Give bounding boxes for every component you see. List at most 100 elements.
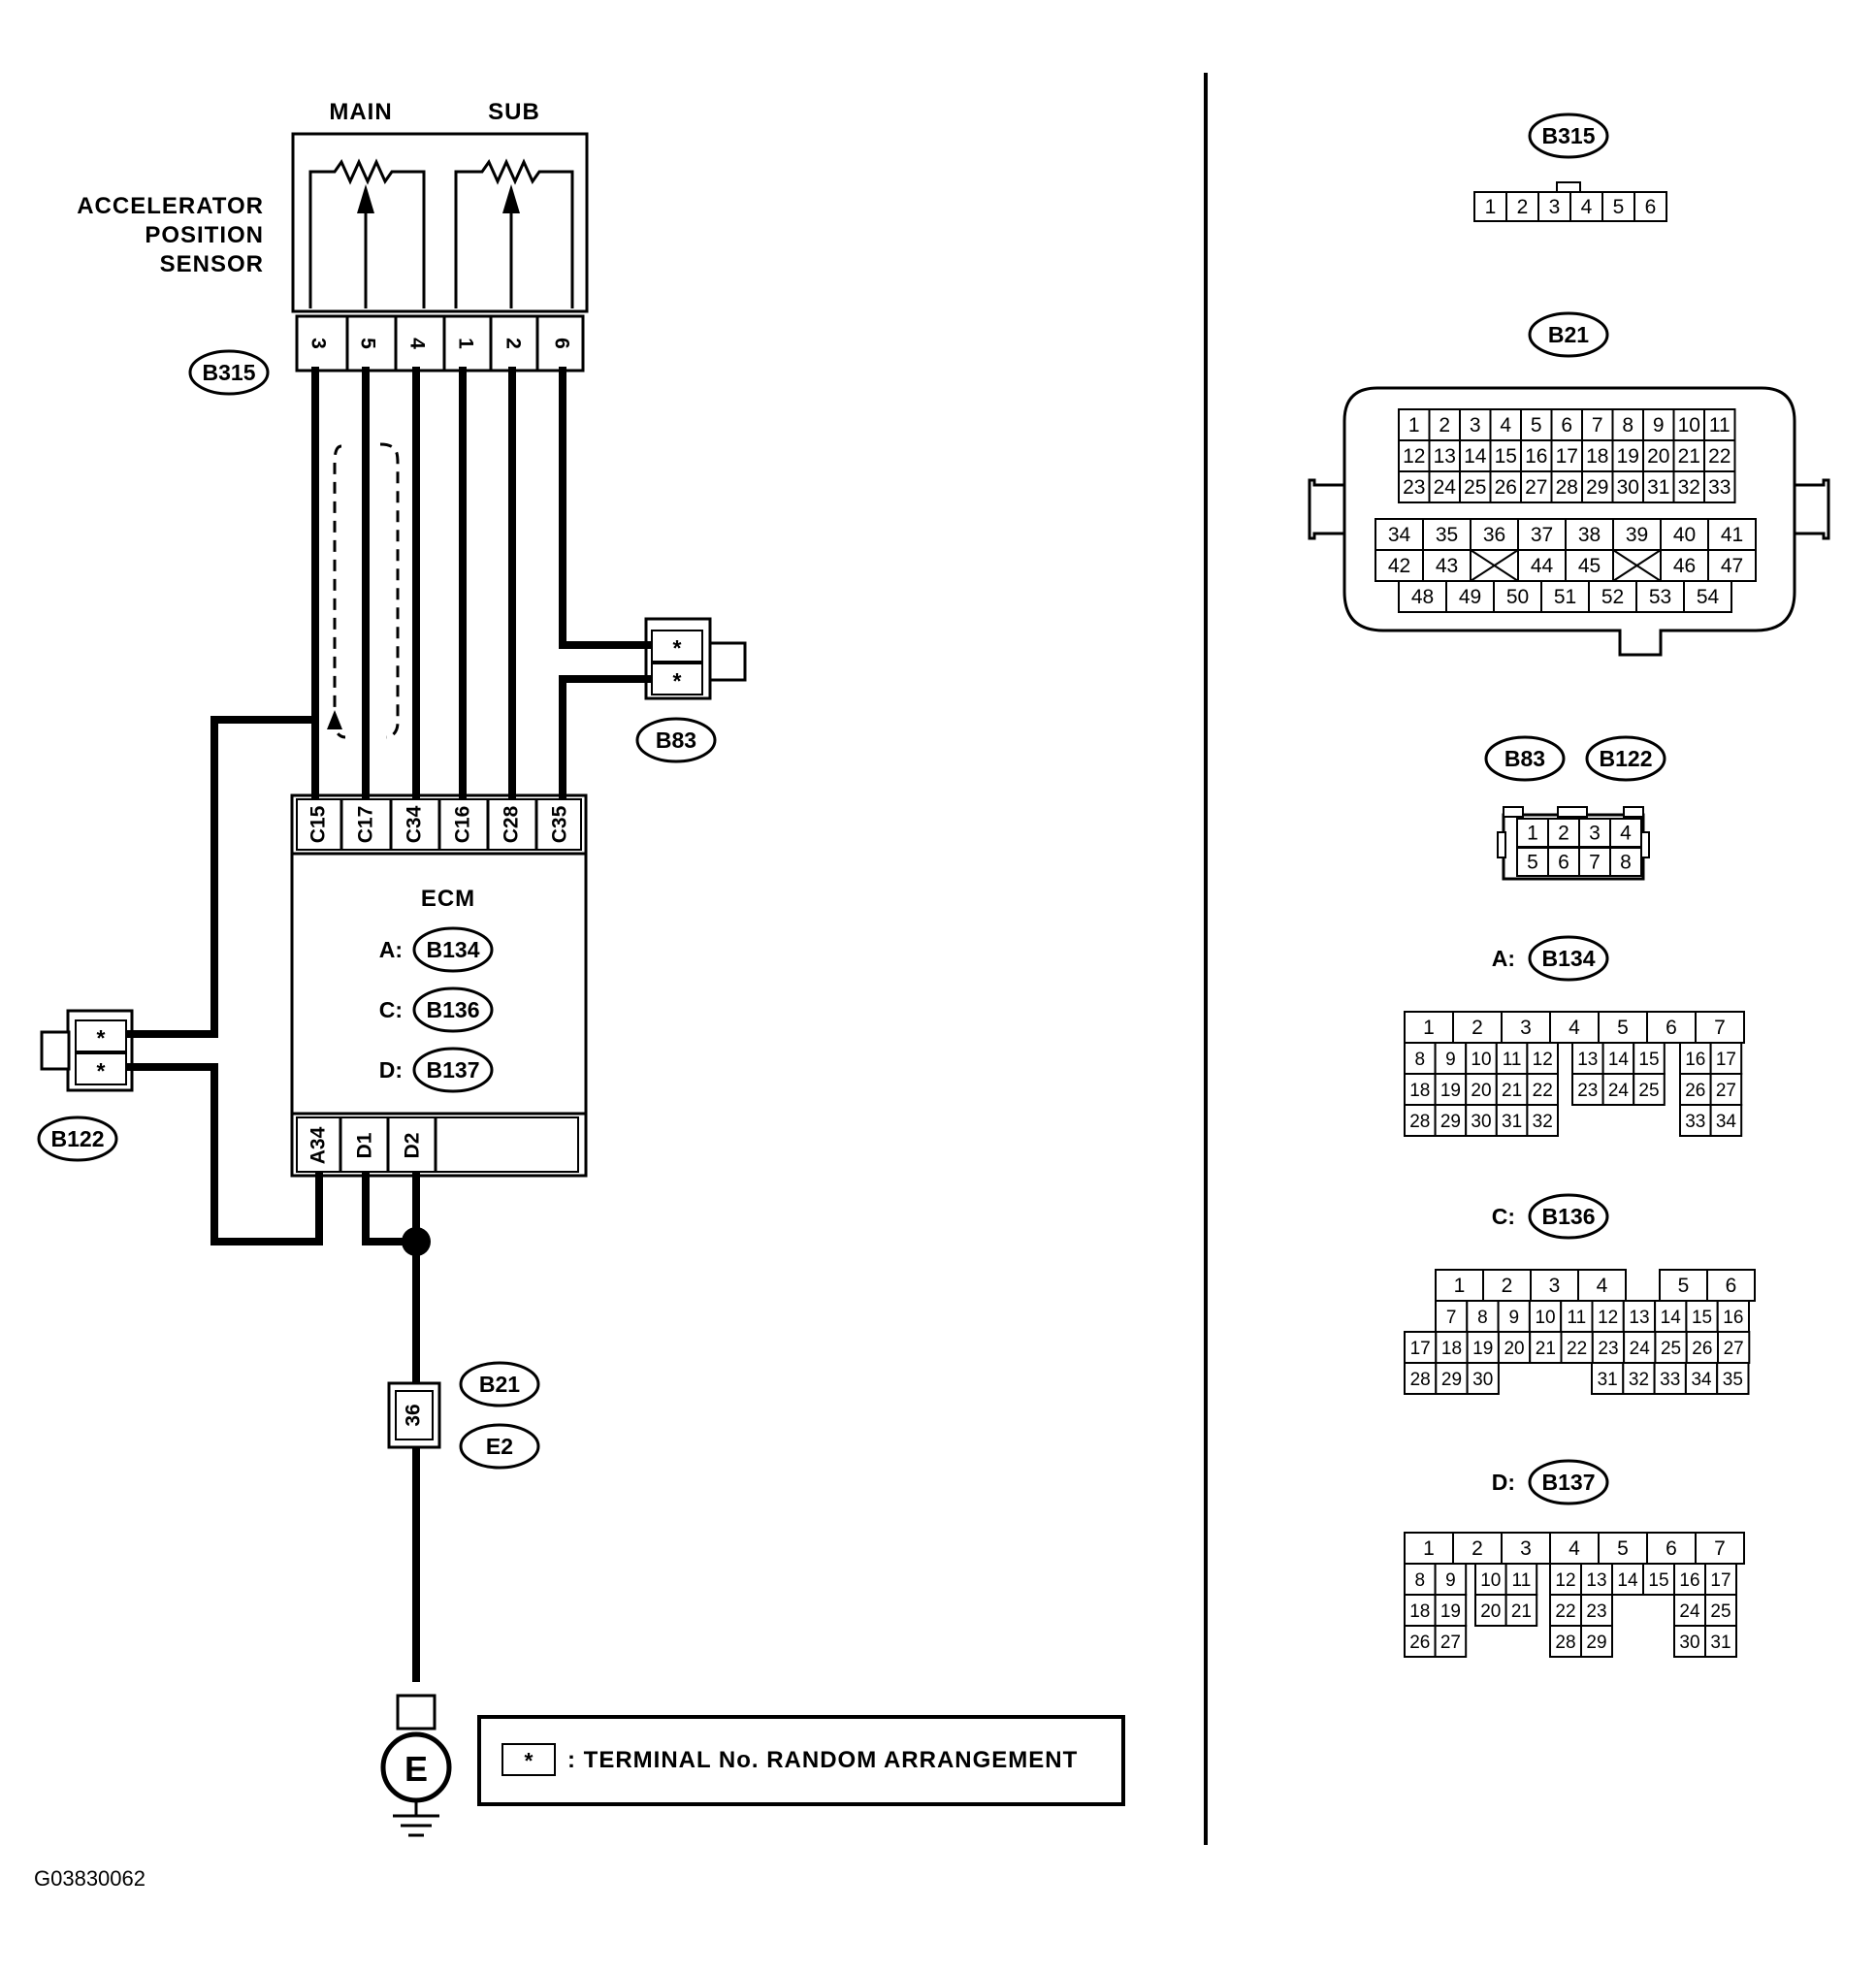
b137-pin-17: 17 — [1710, 1570, 1730, 1591]
b134-pin-16: 16 — [1685, 1050, 1705, 1070]
b136-pin-14: 14 — [1661, 1308, 1682, 1328]
b21-pin-cell — [1517, 549, 1567, 582]
b136-pin-cell — [1466, 1331, 1500, 1364]
b134-pin-cell — [1709, 1104, 1743, 1137]
sensor-name-line-3: SENSOR — [160, 251, 264, 277]
b21-pin-12: 12 — [1403, 445, 1425, 468]
b134-pin-25: 25 — [1638, 1081, 1659, 1101]
b134-pin-29: 29 — [1440, 1112, 1461, 1132]
ecm-terminal-d1: D1 — [354, 1132, 376, 1158]
ecm-ref-d-prefix: D: — [379, 1057, 403, 1083]
b134-view-prefix: A: — [1492, 946, 1515, 971]
b21-pin-25: 25 — [1464, 476, 1486, 499]
b21-pin-cell — [1683, 580, 1732, 613]
ecm-terminal-c16: C16 — [452, 806, 474, 844]
b134-pin-10: 10 — [1471, 1050, 1491, 1070]
ecm-ref-d-connector: B137 — [427, 1057, 480, 1083]
b21-pin-11: 11 — [1709, 414, 1730, 437]
b21-pin-cell — [1398, 580, 1447, 613]
sensor-terminal-1: 1 — [454, 338, 476, 349]
b136-pin-23: 23 — [1598, 1339, 1618, 1359]
b21-pin-9: 9 — [1653, 414, 1665, 437]
sensor-terminal-strip: 3 5 4 1 2 6 — [295, 314, 585, 372]
b134-pin-cell — [1695, 1011, 1745, 1044]
b134-pin-30: 30 — [1471, 1112, 1491, 1132]
b137-pin-18: 18 — [1409, 1601, 1430, 1622]
b122-pin-1: * — [97, 1025, 106, 1051]
b21-pin-4: 4 — [1500, 414, 1511, 437]
b21-pin-cell — [1540, 580, 1590, 613]
b21-pin-32: 32 — [1678, 476, 1700, 499]
b83-connector-oval: B83 — [635, 717, 717, 763]
b83-pin-4: 4 — [1620, 823, 1632, 845]
b21-pin-17: 17 — [1556, 445, 1578, 468]
b21-pin-22: 22 — [1708, 445, 1730, 468]
b136-pin-19: 19 — [1472, 1339, 1493, 1359]
b83-pin-1: 1 — [1527, 823, 1538, 845]
b21-pin-29: 29 — [1586, 476, 1608, 499]
b136-pin-22: 22 — [1567, 1339, 1587, 1359]
b136-pin-10: 10 — [1535, 1308, 1555, 1328]
b21-pin-23: 23 — [1403, 476, 1425, 499]
b137-pin-29: 29 — [1586, 1633, 1606, 1653]
b137-pin-16: 16 — [1679, 1570, 1699, 1591]
b134-pin-5: 5 — [1617, 1017, 1629, 1039]
b21-pin-2: 2 — [1439, 414, 1450, 437]
sensor-terminal-4: 4 — [405, 338, 428, 349]
b21-pin-53: 53 — [1649, 586, 1671, 608]
b21-pin-8: 8 — [1622, 414, 1633, 437]
b21-pin-cell — [1398, 408, 1431, 441]
sensor-name-line-1: ACCELERATOR — [77, 193, 264, 219]
b137-pin-cell — [1580, 1594, 1613, 1627]
b21-pin-50: 50 — [1506, 586, 1529, 608]
b21-pin-cell — [1660, 518, 1709, 551]
b21-pin-cell — [1398, 470, 1431, 503]
b137-pin-cell — [1598, 1532, 1648, 1565]
b83-pin-cell — [1578, 818, 1611, 848]
b137-pin-5: 5 — [1617, 1537, 1629, 1560]
b136-pin-cell — [1577, 1269, 1627, 1302]
b21-pin-cell — [1581, 470, 1614, 503]
b137-pin-3: 3 — [1520, 1537, 1532, 1560]
b21-pin-48: 48 — [1411, 586, 1434, 608]
b136-pin-20: 20 — [1504, 1339, 1524, 1359]
b21-pin-49: 49 — [1459, 586, 1481, 608]
b83-pin-cell — [1609, 847, 1642, 877]
b137-pin-cell — [1404, 1625, 1437, 1658]
sensor-wires — [311, 367, 654, 799]
schematic: MAIN SUB ACCELERATOR POSITION SENSOR 3 — [34, 99, 1125, 1891]
b21-pin-10: 10 — [1678, 414, 1700, 437]
accelerator-position-sensor-box — [291, 132, 589, 313]
b134-pin-20: 20 — [1471, 1081, 1491, 1101]
ecm-unit: C15 C17 C34 C16 C28 C35 ECM A: B134 C: B… — [290, 793, 588, 1178]
b83-pin-7: 7 — [1589, 852, 1601, 874]
b83-pin-2: * — [673, 668, 682, 694]
b21-pin-cell — [1375, 518, 1424, 551]
b134-pin-cell — [1465, 1073, 1498, 1106]
b21-pin-27: 27 — [1525, 476, 1547, 499]
b122-pin-2: * — [97, 1058, 106, 1084]
b315-pin-2: 2 — [1517, 196, 1529, 218]
b21-pin-cell — [1375, 549, 1424, 582]
b134-pin-cell — [1495, 1104, 1529, 1137]
b134-pin-18: 18 — [1409, 1081, 1430, 1101]
b134-pin-31: 31 — [1502, 1112, 1522, 1132]
b137-pin-4: 4 — [1569, 1537, 1580, 1560]
b136-pin-29: 29 — [1441, 1370, 1462, 1390]
b136-pin-cell — [1685, 1331, 1719, 1364]
b315-pin-4: 4 — [1581, 196, 1593, 218]
b21-pin-20: 20 — [1647, 445, 1669, 468]
b137-pin-cell — [1704, 1625, 1737, 1658]
svg-text:B315: B315 — [203, 360, 256, 385]
b122-connector-oval: B122 — [37, 1116, 118, 1162]
b136-view-prefix: C: — [1492, 1204, 1515, 1229]
b21-pin-15: 15 — [1495, 445, 1517, 468]
b134-pin-cell — [1709, 1073, 1743, 1106]
b137-pin-cell — [1580, 1625, 1613, 1658]
b134-pin-11: 11 — [1503, 1050, 1522, 1070]
shield-dashed-loop — [327, 442, 400, 739]
figure-id: G03830062 — [34, 1866, 146, 1891]
